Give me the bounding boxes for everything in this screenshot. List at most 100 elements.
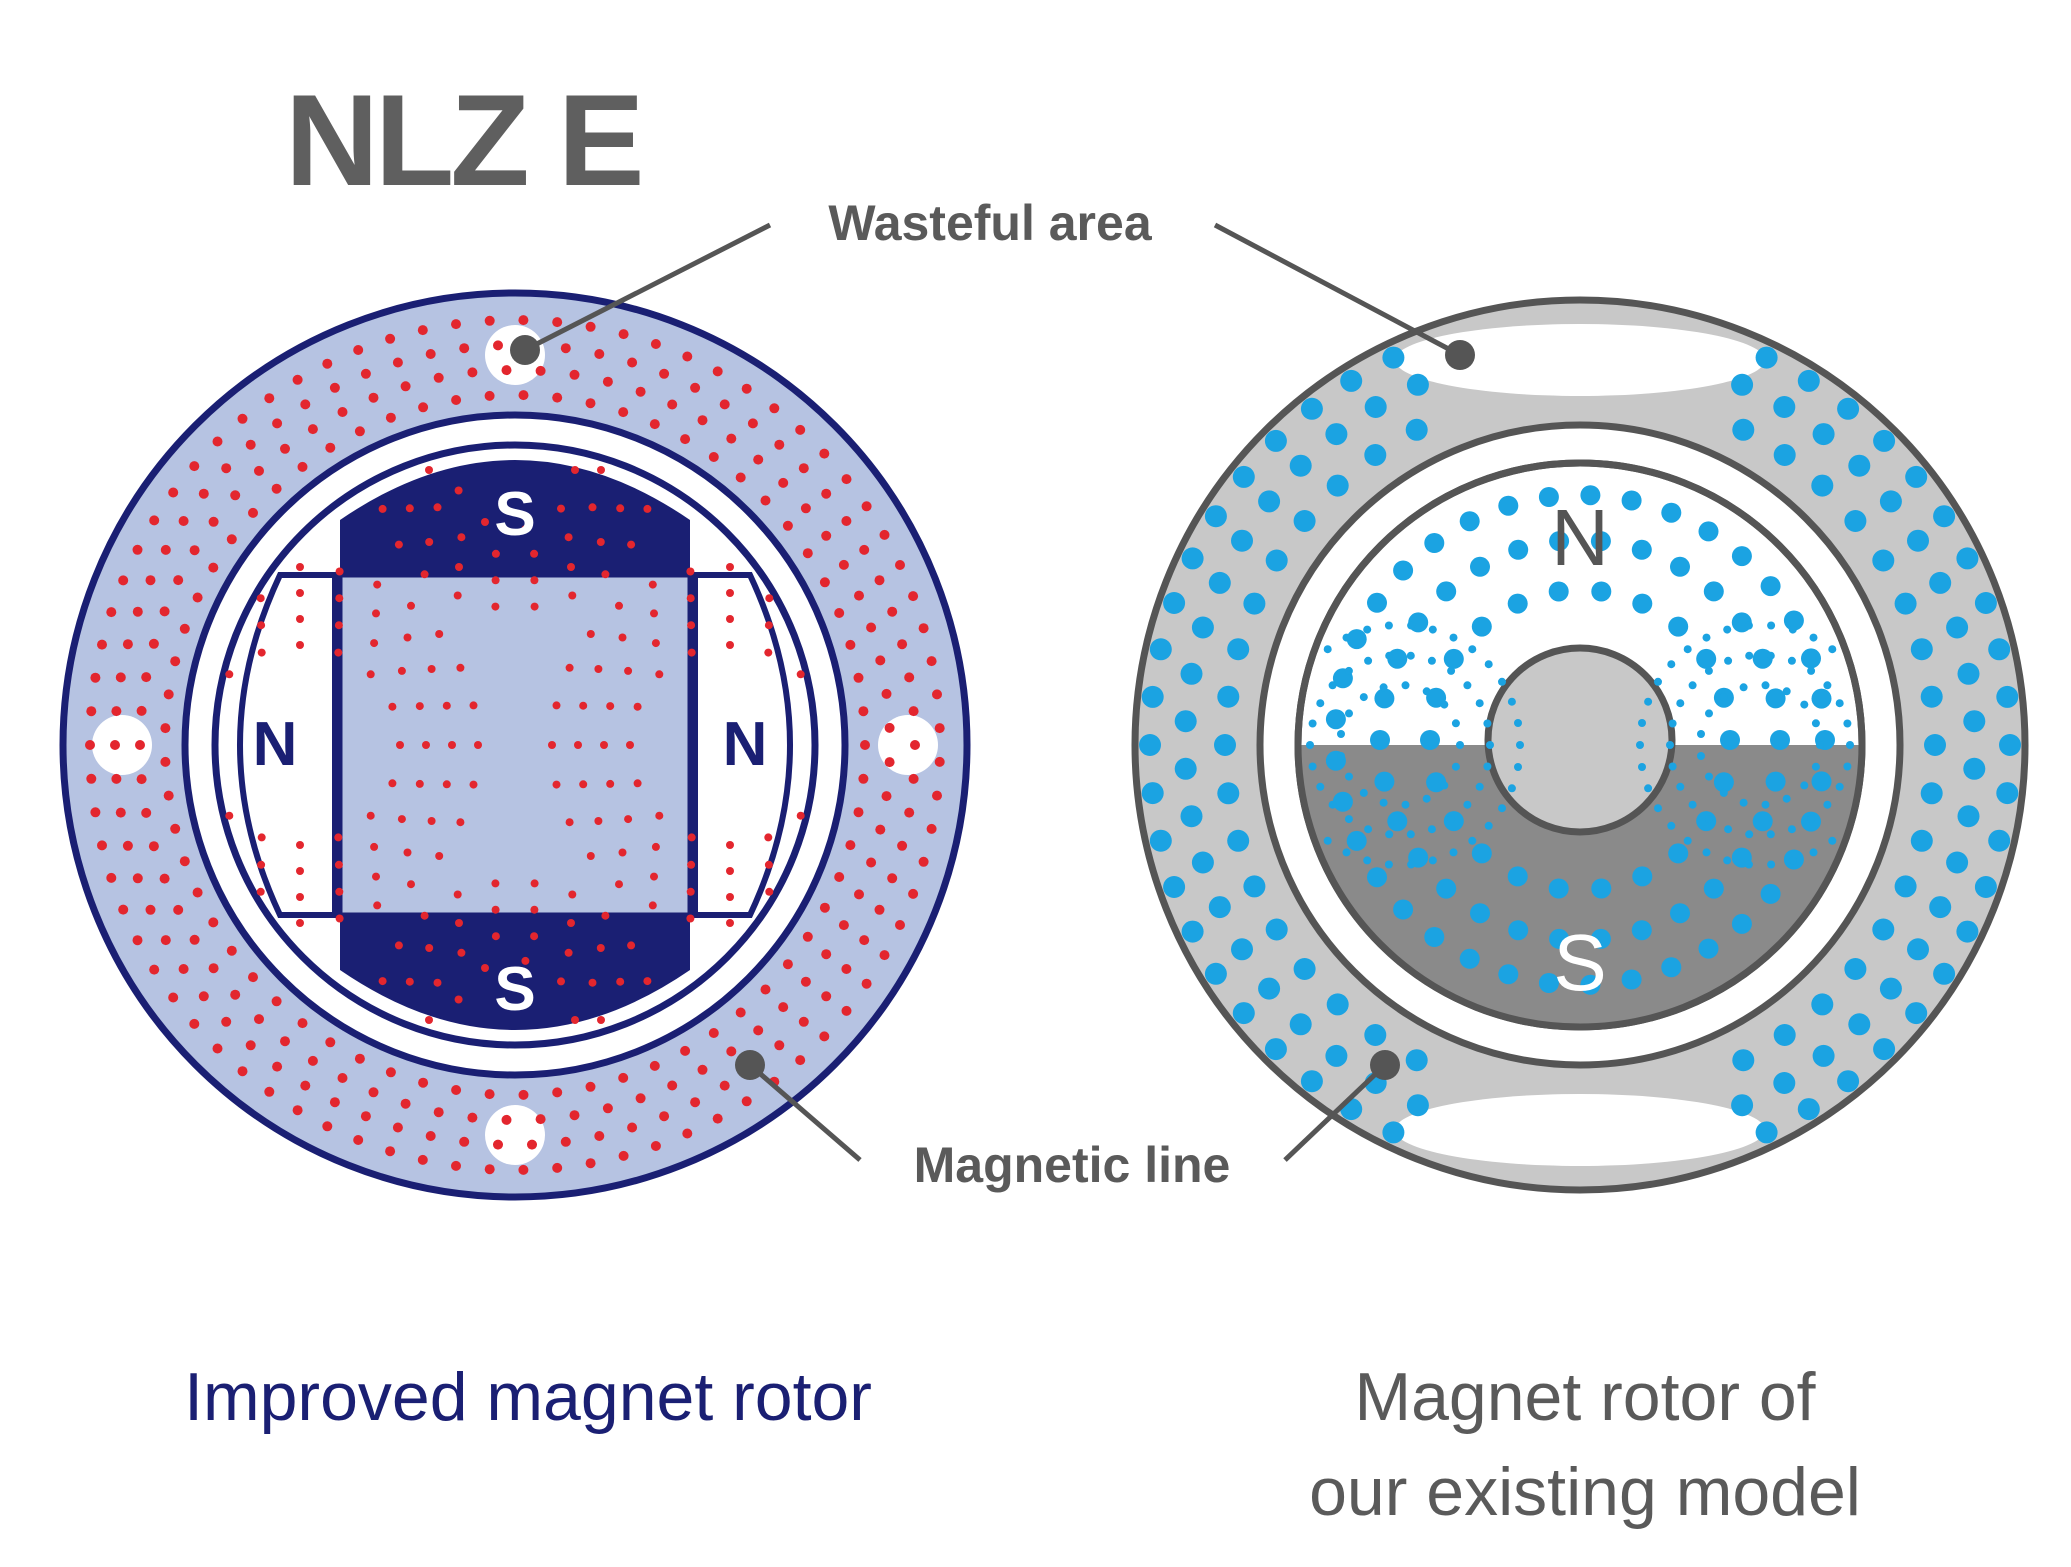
field-dot [433, 1107, 444, 1118]
field-dot [858, 706, 869, 717]
field-dot [1668, 843, 1689, 864]
field-dot [860, 740, 870, 750]
field-dot [627, 941, 636, 950]
field-dot [1486, 741, 1494, 749]
field-dot [248, 972, 258, 983]
field-dot [208, 963, 219, 974]
field-dot [1963, 757, 1986, 780]
field-dot [1406, 830, 1415, 839]
field-dot [1443, 648, 1464, 669]
field-dot [1782, 687, 1791, 696]
field-dot [322, 358, 333, 369]
field-dot [1644, 697, 1653, 706]
field-dot [552, 1162, 563, 1173]
field-dot [1676, 699, 1685, 708]
field-dot [881, 791, 892, 802]
field-dot [1719, 788, 1728, 797]
field-dot [552, 701, 561, 710]
field-dot [1204, 962, 1227, 985]
field-dot [838, 559, 849, 570]
field-dot [448, 741, 456, 749]
field-dot [1823, 800, 1832, 809]
field-dot [1760, 883, 1781, 904]
field-dot [648, 580, 657, 589]
field-dot [1683, 645, 1692, 654]
field-dot [118, 575, 129, 586]
field-dot [926, 823, 937, 834]
field-dot [596, 944, 605, 952]
field-dot [484, 390, 495, 401]
field-dot [1316, 699, 1325, 708]
field-dot [225, 670, 234, 679]
field-dot [1731, 1094, 1754, 1117]
field-dot [394, 540, 403, 549]
field-dot [145, 575, 156, 586]
field-dot [618, 407, 629, 418]
field-dot [616, 504, 625, 513]
field-dot [588, 503, 597, 512]
field-dot [1549, 928, 1570, 949]
field-dot [904, 807, 915, 818]
field-dot [1149, 638, 1172, 661]
field-dot [335, 594, 344, 603]
field-dot [245, 1040, 256, 1051]
field-dot [433, 978, 442, 987]
field-dot [548, 741, 556, 749]
field-dot [682, 351, 693, 362]
field-dot [1516, 741, 1524, 749]
field-dot [1181, 547, 1204, 570]
field-dot [453, 591, 462, 600]
field-dot [1667, 660, 1676, 669]
field-dot [132, 606, 143, 617]
field-dot [841, 474, 852, 485]
pole-label-right: N [723, 710, 768, 779]
field-dot [1364, 656, 1373, 665]
field-dot [491, 905, 500, 914]
field-dot [1422, 794, 1431, 803]
field-dot [1323, 645, 1332, 654]
field-dot [819, 902, 830, 913]
field-dot [624, 815, 633, 824]
field-dot [427, 817, 436, 825]
s-magnet-bottom [340, 915, 690, 1030]
field-dot [567, 919, 575, 927]
wasteful-area-bottom [1395, 1094, 1765, 1166]
field-dot [1332, 791, 1353, 812]
field-dot [594, 1131, 605, 1141]
field-dot [297, 461, 308, 472]
field-dot [908, 888, 919, 899]
field-dot [1739, 683, 1748, 692]
field-dot [764, 621, 773, 630]
field-dot [292, 374, 303, 385]
field-dot [230, 490, 241, 501]
field-dot [588, 978, 597, 987]
field-dot [1470, 903, 1490, 924]
field-dot [1325, 1044, 1348, 1067]
field-dot [552, 780, 561, 789]
field-dot [1180, 805, 1203, 828]
field-dot [606, 702, 615, 711]
field-dot [1766, 830, 1775, 839]
field-dot [433, 372, 444, 383]
field-dot [686, 914, 695, 923]
field-dot [1549, 531, 1570, 552]
field-dot [1326, 993, 1349, 1016]
field-dot [597, 1016, 605, 1024]
field-dot [360, 1111, 371, 1122]
field-dot [334, 833, 343, 842]
field-dot [1470, 556, 1490, 577]
field-dot [1340, 369, 1363, 392]
field-dot [491, 549, 500, 558]
field-dot [627, 540, 636, 549]
field-dot [85, 740, 95, 750]
field-dot [397, 815, 406, 824]
field-dot [1507, 697, 1516, 706]
field-dot [1498, 804, 1506, 813]
field-dot [1217, 685, 1240, 708]
field-dot [1447, 815, 1456, 824]
field-dot [932, 689, 942, 700]
field-dot [335, 567, 344, 576]
field-dot [296, 563, 304, 571]
field-dot [135, 740, 145, 750]
